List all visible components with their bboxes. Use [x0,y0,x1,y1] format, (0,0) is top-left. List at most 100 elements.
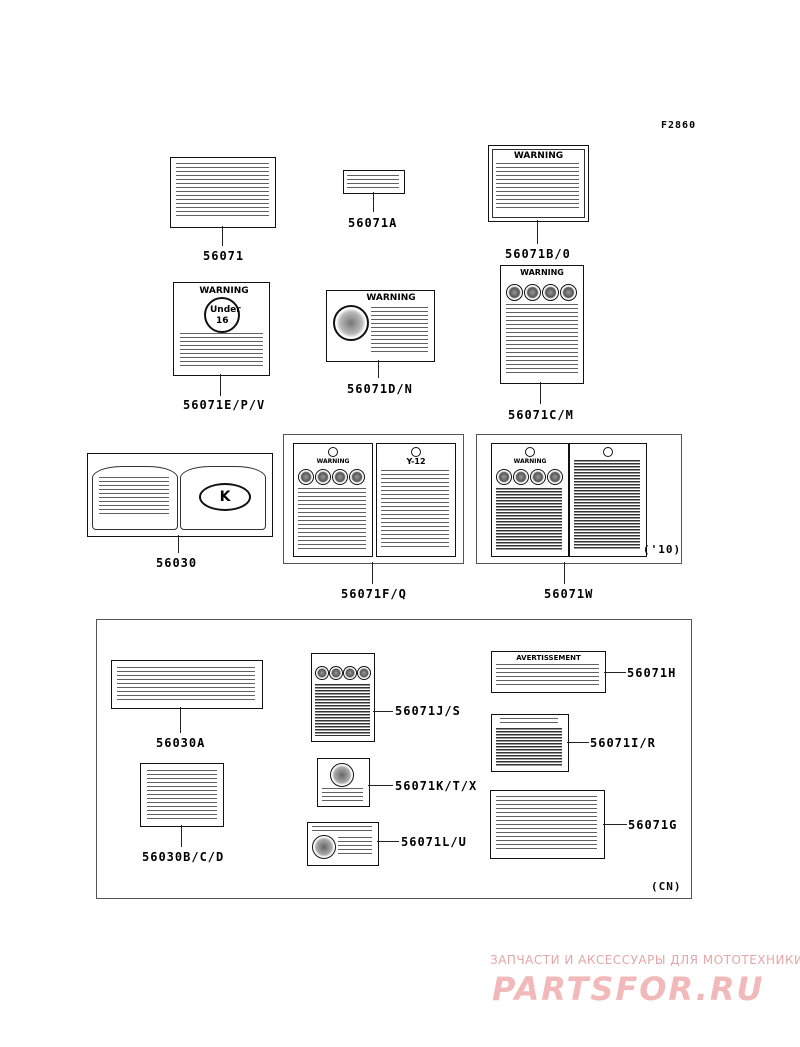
part-label-56071ktx: 56071K/T/X [395,779,478,793]
part-label-56030a: 56030A [156,736,206,750]
pictogram-icon [530,469,546,485]
age-text: 16 [216,316,229,326]
part-label-56071fq: 56071F/Q [341,587,407,601]
decal-56071dn[interactable]: WARNING [326,290,435,362]
pictogram-icon [524,284,541,301]
decal-text-lines [180,333,263,369]
decal-56071ktx[interactable] [317,758,370,807]
decal-text-lines [176,163,269,219]
figure-code: F2860 [661,120,697,131]
leader-line [181,825,182,847]
decal-56071b0[interactable]: WARNING [488,145,589,222]
tag-hole [411,447,421,457]
leader-line [540,382,541,404]
leader-line [178,535,179,553]
decal-56071[interactable] [170,157,276,228]
decal-text-lines [506,304,578,376]
warning-heading: WARNING [513,458,547,465]
decal-56030bcd[interactable] [140,763,224,827]
part-label-56071lu: 56071L/U [401,835,467,849]
leader-line [373,711,393,712]
part-label-56071w: 56071W [544,587,594,601]
warning-heading: WARNING [199,286,249,296]
decal-56030[interactable]: K [87,453,273,537]
group-box-56071fq: WARNING Y-12 [283,434,464,564]
manual-page-left [92,466,178,530]
tag-hole [525,447,535,457]
pictogram-icon [329,666,343,680]
leader-line [564,562,565,584]
manual-page-right: K [180,466,266,530]
part-label-56030: 56030 [156,556,198,570]
part-label-56071cm: 56071C/M [508,408,574,422]
decal-text-lines [298,488,366,550]
decal-text-lines [147,770,217,820]
hang-tag-warning[interactable]: WARNING [491,443,569,557]
part-label-56071g: 56071G [628,818,678,832]
decal-text-lines [496,163,579,211]
pictogram-icon [496,469,512,485]
group-box-cn: (CN) [96,619,692,899]
leader-line [378,360,379,378]
decal-text-lines [322,788,363,802]
pictogram-icon [513,469,529,485]
decal-56071a[interactable] [343,170,405,194]
part-label-56071: 56071 [203,249,245,263]
leader-line [180,707,181,733]
leader-line [537,220,538,244]
hang-tag-youth[interactable] [569,443,647,557]
pictogram-icon [332,469,348,485]
decal-text-lines [338,837,372,857]
decal-56071g[interactable] [490,790,605,859]
watermark-tagline: ЗАПЧАСТИ И АКСЕССУАРЫ ДЛЯ МОТОТЕХНИКИ [490,953,800,967]
pictogram-icon [560,284,577,301]
pictogram-icon [349,469,365,485]
tag-hole [328,447,338,457]
decal-56030a[interactable] [111,660,263,709]
watermark-brand: PARTSFOR.RU [492,970,765,1008]
part-label-56071b0: 56071B/0 [505,247,571,261]
decal-text-lines [99,477,169,517]
part-label-56030bcd: 56030B/C/D [142,850,225,864]
decal-56071js[interactable] [311,653,375,742]
leader-line [377,841,399,842]
part-label-56071h: 56071H [627,666,677,680]
pictogram-icon [506,284,523,301]
decal-text-lines [496,796,597,852]
part-label-56071ir: 56071I/R [590,736,656,750]
tag-hole [603,447,613,457]
part-label-56071dn: 56071D/N [347,382,413,396]
pictogram-icon [357,666,371,680]
decal-56071h[interactable]: AVERTISSEMENT [491,651,606,693]
hang-tag-y12[interactable]: Y-12 [376,443,456,557]
pictogram-icon [542,284,559,301]
decal-text-lines [496,728,562,766]
kawasaki-logo-icon: K [199,483,251,511]
leader-line [603,824,627,825]
part-label-56071a: 56071A [348,216,398,230]
under-text: Under [210,305,241,315]
decal-text-lines [117,667,255,701]
pictogram-icon [315,469,331,485]
decal-text-lines [347,175,399,189]
no-riding-icon [333,305,369,341]
avertissement-heading: AVERTISSEMENT [516,654,581,662]
decal-56071cm[interactable]: WARNING [500,265,584,384]
cn-note: (CN) [651,880,682,893]
decal-header-lines [500,718,558,724]
decal-56071epv[interactable]: WARNING Under 16 [173,282,270,376]
decal-border [492,149,585,218]
decal-text-lines [315,684,370,736]
warning-heading: WARNING [513,151,564,161]
decal-56071ir[interactable] [491,714,569,772]
decal-text-lines [496,664,599,688]
decal-header-lines [312,826,372,831]
leader-line [368,785,393,786]
part-label-56071js: 56071J/S [395,704,461,718]
leader-line [220,374,221,396]
decal-56071lu[interactable] [307,822,379,866]
hang-tag-warning[interactable]: WARNING [293,443,373,557]
leader-line [372,562,373,584]
decal-text-lines [574,460,640,550]
under-16-icon: Under 16 [204,297,241,333]
